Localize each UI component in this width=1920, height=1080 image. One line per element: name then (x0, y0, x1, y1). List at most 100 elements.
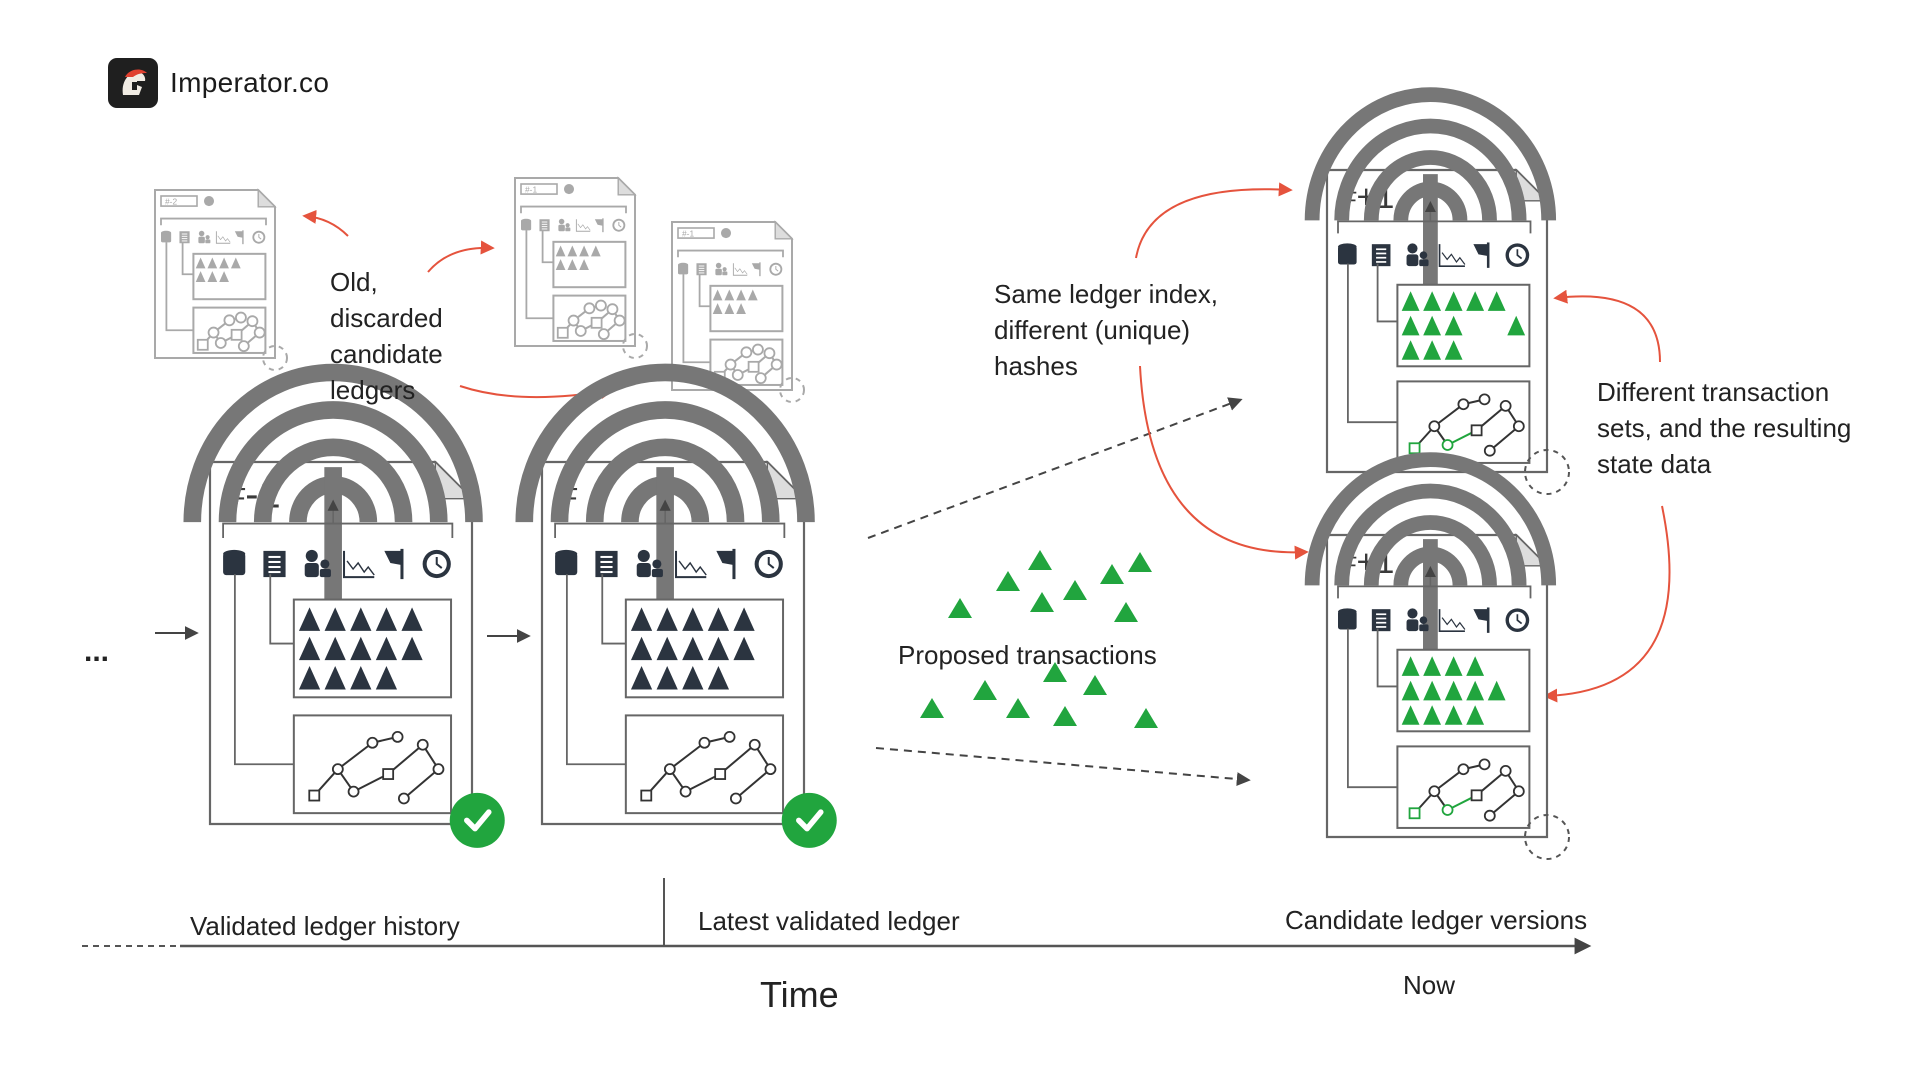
tx-link (1376, 628, 1398, 688)
transaction-triangle (207, 271, 218, 282)
state-node (574, 325, 587, 337)
database-icon (521, 218, 532, 231)
transaction-triangle (1444, 315, 1463, 336)
state-node (640, 789, 653, 802)
proposed-transaction-triangle (1043, 662, 1067, 682)
proposed-transaction-triangle (1128, 552, 1152, 572)
transaction-triangle (350, 636, 372, 661)
document-list-icon (1371, 244, 1391, 267)
transaction-triangle (298, 636, 321, 661)
transaction-triangle (350, 607, 372, 631)
state-node (1512, 420, 1525, 433)
tx-link (698, 274, 711, 308)
database-icon (161, 230, 172, 243)
state-link (525, 230, 554, 320)
transaction-triangle (590, 245, 601, 257)
fingerprint-icon (515, 363, 815, 600)
state-node (1483, 444, 1496, 457)
hash-arrow (1135, 182, 1293, 259)
state-node (606, 303, 619, 316)
transaction-triangle (1401, 315, 1420, 336)
state-node (432, 763, 445, 776)
transaction-triangle (724, 289, 735, 301)
header-bracket (1337, 220, 1532, 234)
transaction-triangle (1507, 315, 1526, 336)
proposed-transaction-triangle (973, 680, 997, 700)
transaction-triangle (1444, 680, 1463, 701)
transaction-triangle (375, 607, 398, 631)
transaction-triangle (630, 636, 653, 661)
line-chart-icon (1438, 244, 1466, 268)
transaction-triangle (298, 607, 321, 631)
state-node (723, 731, 736, 743)
transaction-triangle (1444, 340, 1463, 360)
state-link (165, 242, 194, 332)
fingerprint-icon (720, 228, 732, 239)
state-node (214, 337, 227, 349)
line-chart-icon (1438, 609, 1466, 633)
header-bracket (520, 205, 627, 214)
state-node (1470, 789, 1483, 802)
transaction-triangle (324, 607, 346, 631)
state-node (1408, 807, 1421, 820)
proposed-transaction-triangle (1100, 564, 1124, 584)
timeline-latest-label: Latest validated ledger (698, 906, 960, 936)
state-box (1396, 745, 1531, 829)
different-sets-annotation: Different transaction sets, and the resu… (1597, 374, 1851, 482)
diff-arrow (1543, 505, 1671, 703)
state-node (223, 314, 236, 327)
state-node (590, 316, 603, 329)
diff-arrow (1553, 289, 1661, 363)
discarded-ledgers-annotation: Old, discarded candidate ledgers (330, 264, 443, 408)
state-node (663, 763, 676, 776)
transaction-triangle (1444, 656, 1463, 676)
transaction-triangle (630, 666, 653, 690)
state-edge (735, 768, 772, 800)
line-chart-icon (675, 550, 707, 579)
brand[interactable]: Imperator.co (108, 58, 329, 108)
transaction-box (552, 240, 627, 289)
ledger-index-label: #-1 (682, 228, 694, 238)
tx-link (181, 242, 194, 276)
flag-icon (384, 548, 404, 580)
proposed-transaction-triangle (1030, 592, 1054, 612)
state-node (1428, 785, 1441, 798)
header-bracket (160, 217, 267, 226)
transaction-box (624, 598, 785, 699)
tx-link (541, 230, 554, 264)
state-node (556, 326, 569, 339)
transaction-box (709, 284, 784, 333)
transaction-triangle (579, 259, 589, 270)
transaction-triangle (712, 303, 723, 314)
state-node (1457, 763, 1470, 776)
transaction-triangle (1487, 291, 1506, 311)
annotation-line: state data (1597, 449, 1712, 479)
state-node (237, 340, 250, 353)
state-node (196, 338, 209, 351)
transaction-triangle (707, 607, 730, 631)
transaction-triangle (733, 636, 755, 661)
hash-seal-icon (262, 345, 288, 371)
transaction-triangle (1444, 291, 1463, 311)
state-node (366, 736, 379, 749)
fingerprint-icon (203, 196, 215, 207)
hash-seal-icon (1524, 814, 1570, 860)
proposed-transactions-label: Proposed transactions (898, 640, 1157, 670)
transaction-triangle (401, 607, 423, 631)
state-edge (1433, 403, 1465, 428)
transaction-triangle (567, 259, 578, 270)
proposed-transaction-triangle (1053, 706, 1077, 726)
timeline-axis-label: Time (760, 974, 839, 1015)
transaction-triangle (579, 245, 589, 257)
hash-seal-icon (622, 333, 648, 359)
document-list-icon (263, 550, 286, 578)
hash-seal-icon (1524, 449, 1570, 495)
transaction-triangle (375, 666, 398, 690)
page-fold (257, 188, 277, 208)
tx-link (1376, 263, 1398, 323)
state-node (748, 738, 761, 751)
state-node (731, 369, 744, 381)
line-chart-icon (215, 231, 231, 244)
transaction-triangle (555, 259, 566, 270)
state-node (724, 358, 737, 371)
